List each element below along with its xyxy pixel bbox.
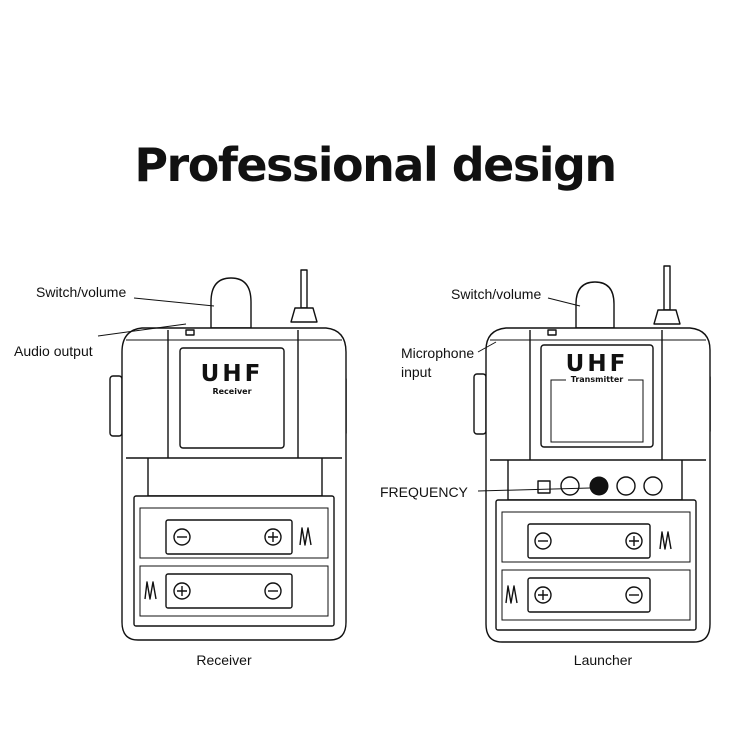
launcher-caption: Launcher — [574, 652, 633, 668]
frequency-button — [643, 476, 663, 496]
receiver-led — [185, 329, 195, 336]
launcher-antenna — [653, 265, 681, 325]
microphone-label-line2: input — [401, 364, 431, 380]
page-title: Professional design — [134, 138, 617, 192]
receiver-label-window — [179, 347, 285, 449]
receiver-output-label: Audio output — [14, 343, 93, 359]
launcher-device: UHF Transmitter — [473, 265, 711, 643]
receiver-left-clip — [109, 375, 123, 437]
launcher-led — [547, 329, 557, 336]
frequency-controls — [537, 476, 663, 496]
launcher-volume-knob — [575, 281, 615, 329]
spring-icon — [144, 581, 157, 600]
receiver-battery-bottom — [144, 573, 293, 609]
frequency-label: FREQUENCY — [380, 484, 469, 500]
microphone-label-line1: Microphone — [401, 345, 474, 361]
launcher-switch-label: Switch/volume — [451, 286, 541, 302]
receiver-switch-label: Switch/volume — [36, 284, 126, 300]
frequency-switch — [537, 480, 551, 494]
launcher-label-window — [540, 344, 654, 448]
launcher-brand: UHF — [566, 351, 629, 377]
spring-icon — [659, 531, 672, 550]
frequency-button — [560, 476, 580, 496]
receiver-volume-knob — [210, 277, 252, 329]
receiver-battery-top — [165, 519, 312, 555]
frequency-button — [616, 476, 636, 496]
launcher-battery-top — [527, 523, 672, 559]
launcher-left-clip — [473, 373, 487, 435]
frequency-button-active — [589, 476, 609, 496]
receiver-device: UHF Receiver — [97, 269, 347, 641]
receiver-antenna — [290, 269, 318, 323]
launcher-brand-sub: Transmitter — [571, 375, 624, 384]
receiver-brand: UHF — [201, 361, 264, 387]
spring-icon — [299, 527, 312, 546]
launcher-battery-bottom — [505, 577, 651, 613]
receiver-brand-sub: Receiver — [212, 387, 251, 396]
receiver-caption: Receiver — [196, 652, 252, 668]
spring-icon — [505, 585, 518, 604]
